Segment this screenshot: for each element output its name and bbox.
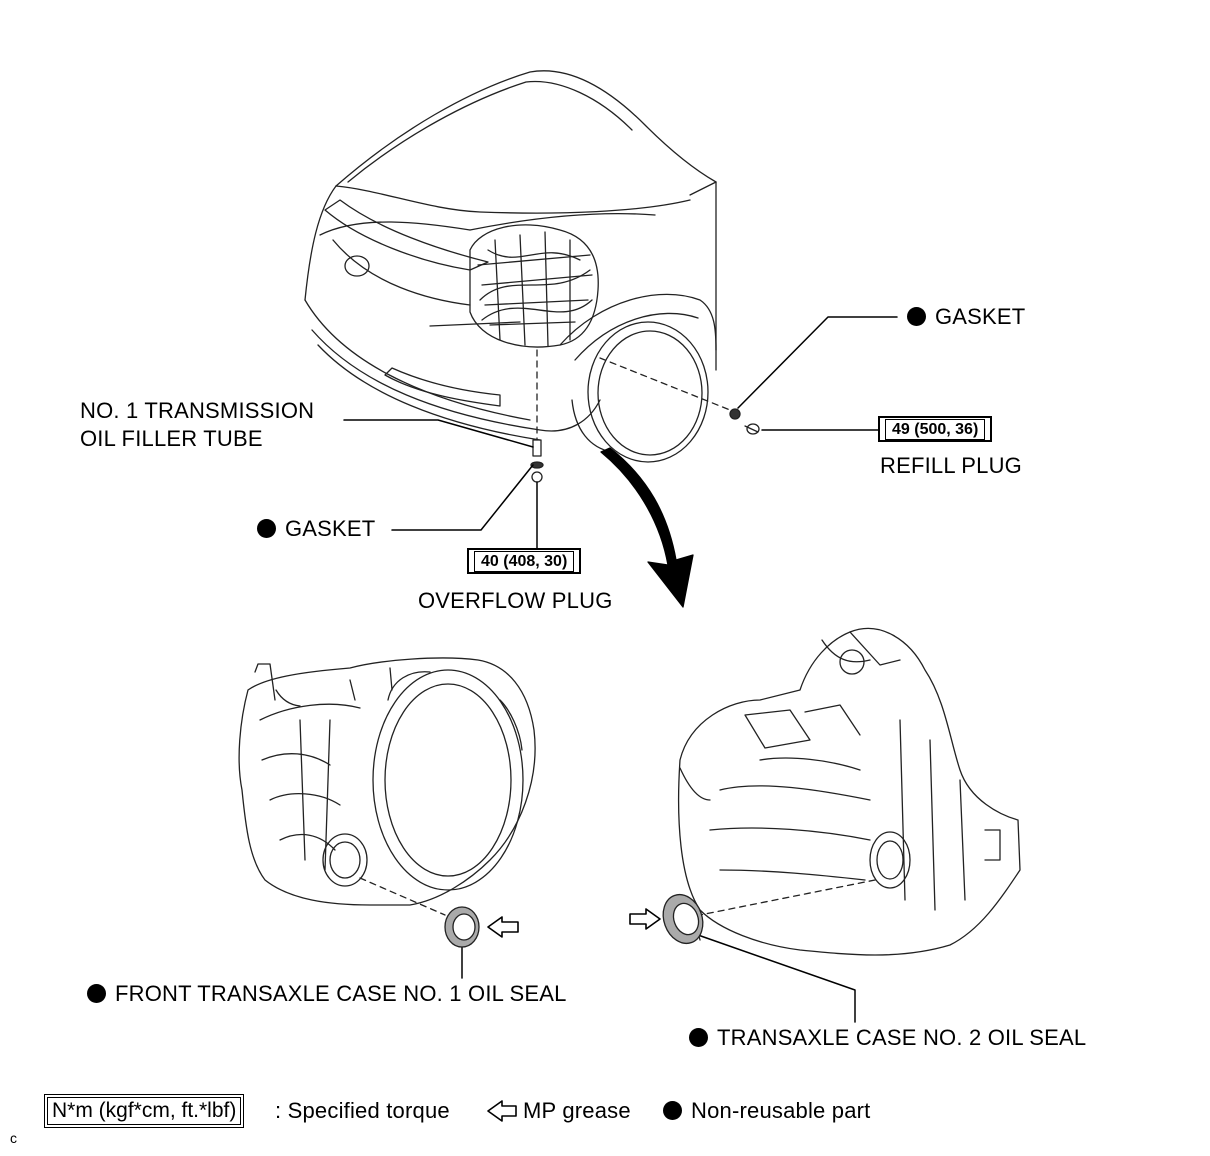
filler-tube-label-line2: OIL FILLER TUBE (80, 426, 263, 451)
case-oil-seal-part (662, 893, 704, 945)
gasket-mid-label: GASKET (257, 515, 375, 543)
corner-code: C (10, 1130, 18, 1146)
refill-plug-part (729, 408, 760, 435)
refill-plug-label: REFILL PLUG (880, 453, 1022, 478)
hollow-arrow-icon (487, 916, 519, 938)
leader-lines (343, 316, 898, 1023)
filled-circle-icon (257, 519, 276, 538)
front-transaxle-case (238, 657, 536, 916)
legend-torque-box: N*m (kgf*cm, ft.*lbf) (44, 1094, 245, 1128)
front-oil-seal-part (444, 906, 480, 948)
filled-circle-icon (907, 307, 926, 326)
filled-circle-icon (689, 1028, 708, 1047)
front-seal-label: FRONT TRANSAXLE CASE NO. 1 OIL SEAL (87, 980, 567, 1008)
filled-circle-icon (663, 1101, 682, 1120)
vehicle-illustration (304, 70, 736, 463)
legend-grease-label: MP grease (523, 1098, 631, 1123)
overflow-torque-box: 40 (408, 30) (467, 548, 582, 574)
overflow-plug-label: OVERFLOW PLUG (418, 588, 613, 613)
case-seal-label: TRANSAXLE CASE NO. 2 OIL SEAL (689, 1024, 1086, 1052)
hollow-arrow-icon (629, 908, 661, 930)
legend-torque-desc: : Specified torque (275, 1098, 450, 1123)
filler-tube-label-line1: NO. 1 TRANSMISSION (80, 398, 315, 423)
legend-non-reusable: Non-reusable part (663, 1097, 871, 1125)
gasket-top-label: GASKET (907, 303, 1025, 331)
transaxle-case (677, 627, 1021, 956)
refill-torque-box: 49 (500, 36) (878, 416, 993, 442)
filled-circle-icon (87, 984, 106, 1003)
curved-arrow-icon (600, 447, 694, 608)
legend-hollow-arrow-icon (487, 1100, 517, 1122)
